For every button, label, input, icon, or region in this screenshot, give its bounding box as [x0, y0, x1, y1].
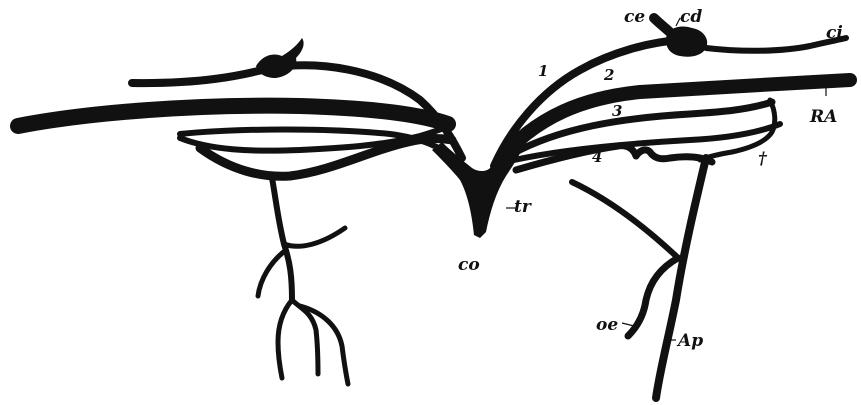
left-branch-e	[300, 306, 348, 384]
label-co: co	[458, 255, 480, 275]
label-ce: ce	[624, 7, 645, 27]
label-oe: oe	[596, 315, 618, 335]
left-pulmonary-stem	[272, 178, 292, 300]
label-arch-2: 2	[603, 66, 614, 84]
label-arch-3: 3	[612, 102, 622, 120]
left-branch-d	[278, 300, 292, 378]
label-ap: Ap	[676, 331, 703, 351]
pulmonary-artery-ap	[656, 158, 706, 398]
left-carotid-gland	[256, 38, 304, 78]
label-tr: tr	[514, 197, 532, 217]
label-ra: RA	[809, 107, 837, 127]
label-arch-4: 4	[592, 148, 602, 166]
right-arch-4	[516, 146, 712, 170]
left-lower-arch	[200, 138, 452, 176]
label-arch-1: 1	[538, 62, 548, 80]
right-arch-3b	[514, 124, 780, 160]
left-branch-a	[284, 228, 345, 246]
internal-carotid	[706, 38, 846, 51]
label-dagger: †	[758, 149, 768, 169]
label-cd: cd	[680, 7, 702, 27]
external-carotid	[654, 18, 674, 36]
label-ci: ci	[826, 23, 843, 43]
ap-side-branch	[572, 182, 676, 256]
left-branch-b	[258, 250, 286, 296]
left-aortic-trunk	[18, 106, 448, 126]
